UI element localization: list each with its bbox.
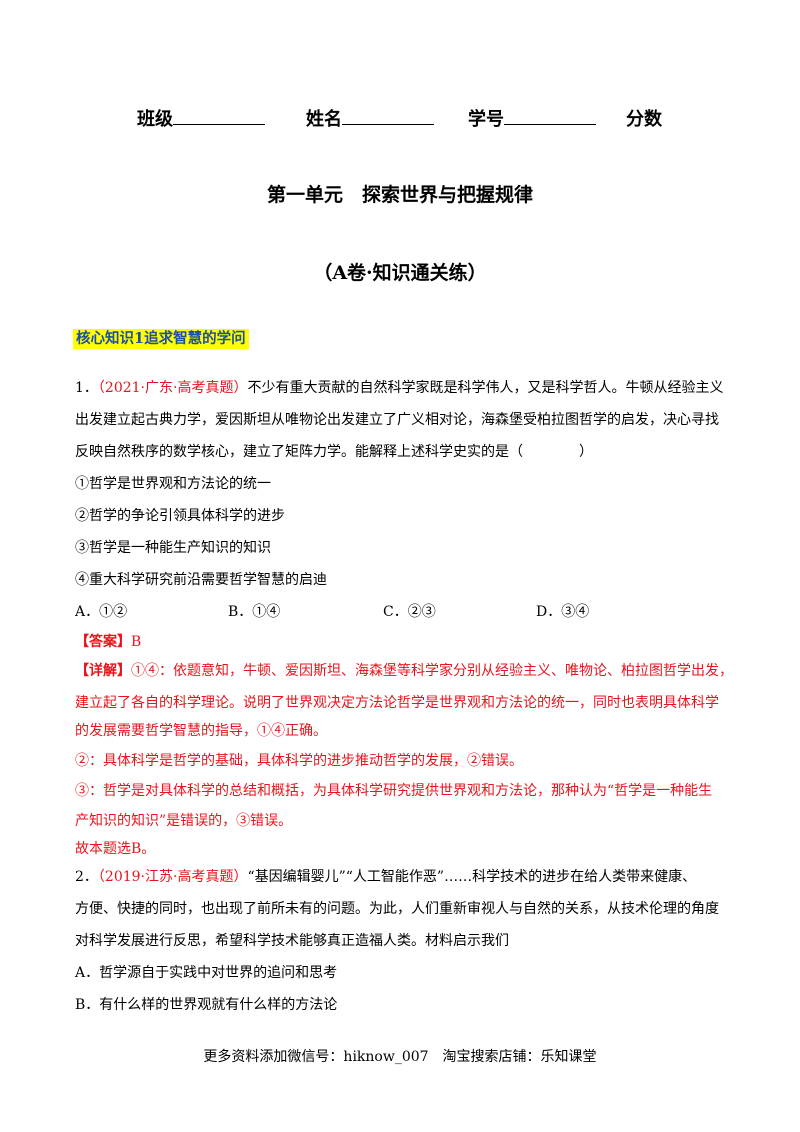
- q1-item-4: ④重大科学研究前沿需要哲学智慧的启迪: [75, 572, 327, 588]
- q1-answer: 【答案】B: [75, 631, 141, 653]
- class-blank[interactable]: [173, 106, 265, 125]
- class-field: 班级: [137, 105, 265, 131]
- q1-option-d: D．③④: [536, 604, 590, 620]
- student-info-line: 班级 姓名 学号 分数: [0, 105, 800, 133]
- q2-number: 2．: [75, 869, 98, 885]
- q1-detail-text-1: ①④：依题意知，牛顿、爱因斯坦、海森堡等科学家分别从经验主义、唯物论、柏拉图哲学…: [131, 663, 733, 679]
- q1-line-1: 1．（2021·广东·高考真题）不少有重大贡献的自然科学家既是科学伟人，又是科学…: [75, 377, 723, 399]
- paper-subtitle: （A卷·知识通关练）: [313, 262, 487, 284]
- answer-label: 【答案】: [75, 634, 131, 650]
- student-id-label: 学号: [468, 109, 504, 130]
- q2-option-b: B．有什么样的世界观就有什么样的方法论: [75, 997, 338, 1013]
- student-id-blank[interactable]: [504, 106, 596, 125]
- q1-item-3: ③哲学是一种能生产知识的知识: [75, 540, 271, 556]
- page-footer: 更多资料添加微信号：hiknow_007 淘宝搜索店铺：乐知课堂: [203, 1049, 597, 1065]
- unit-title: 第一单元 探索世界与把握规律: [266, 184, 533, 206]
- q1-text-1: 不少有重大贡献的自然科学家既是科学伟人，又是科学哲人。牛顿从经验主义: [247, 380, 724, 396]
- q1-detail-line-5: ③：哲学是对具体科学的总结和概括，为具体科学研究提供世界观和方法论，那种认为“哲…: [75, 783, 713, 799]
- q1-detail-line-3: 的发展需要哲学智慧的指导，①④正确。: [75, 723, 327, 739]
- q1-detail-line-4: ②：具体科学是哲学的基础，具体科学的进步推动哲学的发展，②错误。: [75, 753, 523, 769]
- score-label: 分数: [626, 109, 662, 130]
- q1-item-1: ①哲学是世界观和方法论的统一: [75, 476, 271, 492]
- q1-source: （2021·广东·高考真题）: [97, 380, 248, 396]
- student-id-field: 学号: [468, 105, 596, 131]
- q1-option-c: C．②③: [383, 604, 436, 620]
- q1-option-a: A．①②: [75, 604, 128, 620]
- answer-value: B: [131, 634, 142, 650]
- name-blank[interactable]: [342, 106, 434, 125]
- q1-options: A．①② B．①④ C．②③ D．③④: [75, 601, 635, 623]
- q1-option-b: B．①④: [228, 604, 281, 620]
- detail-label: 【详解】: [75, 663, 131, 679]
- class-label: 班级: [137, 109, 173, 130]
- q2-text-1: “基因编辑婴儿”“人工智能作恶”……科学技术的进步在给人类带来健康、: [247, 869, 697, 885]
- section-heading: 核心知识1追求智慧的学问: [73, 329, 249, 349]
- q1-conclusion: 故本题选B。: [75, 841, 156, 857]
- q1-detail-line-1: 【详解】①④：依题意知，牛顿、爱因斯坦、海森堡等科学家分别从经验主义、唯物论、柏…: [75, 660, 733, 682]
- q2-line-3: 对科学发展进行反思，希望科学技术能够真正造福人类。材料启示我们: [75, 933, 509, 949]
- q1-number: 1．: [75, 380, 98, 396]
- q2-source: （2019·江苏·高考真题）: [97, 869, 248, 885]
- q1-line-2: 出发建立起古典力学，爱因斯坦从唯物论出发建立了广义相对论，海森堡受柏拉图哲学的启…: [75, 412, 719, 428]
- name-field: 姓名: [306, 105, 434, 131]
- q2-option-a: A．哲学源自于实践中对世界的追问和思考: [75, 965, 338, 981]
- q1-item-2: ②哲学的争论引领具体科学的进步: [75, 508, 285, 524]
- q1-detail-line-6: 产知识的知识”是错误的，③错误。: [75, 813, 293, 829]
- q1-line-3: 反映自然秩序的数学核心，建立了矩阵力学。能解释上述科学史实的是（ ）: [75, 444, 593, 460]
- q2-line-1: 2．（2019·江苏·高考真题）“基因编辑婴儿”“人工智能作恶”……科学技术的进…: [75, 866, 696, 888]
- q2-line-2: 方便、快捷的同时，也出现了前所未有的问题。为此，人们重新审视人与自然的关系，从技…: [75, 901, 719, 917]
- q1-detail-line-2: 建立起了各自的科学理论。说明了世界观决定方法论哲学是世界观和方法论的统一，同时也…: [75, 695, 719, 711]
- name-label: 姓名: [306, 109, 342, 130]
